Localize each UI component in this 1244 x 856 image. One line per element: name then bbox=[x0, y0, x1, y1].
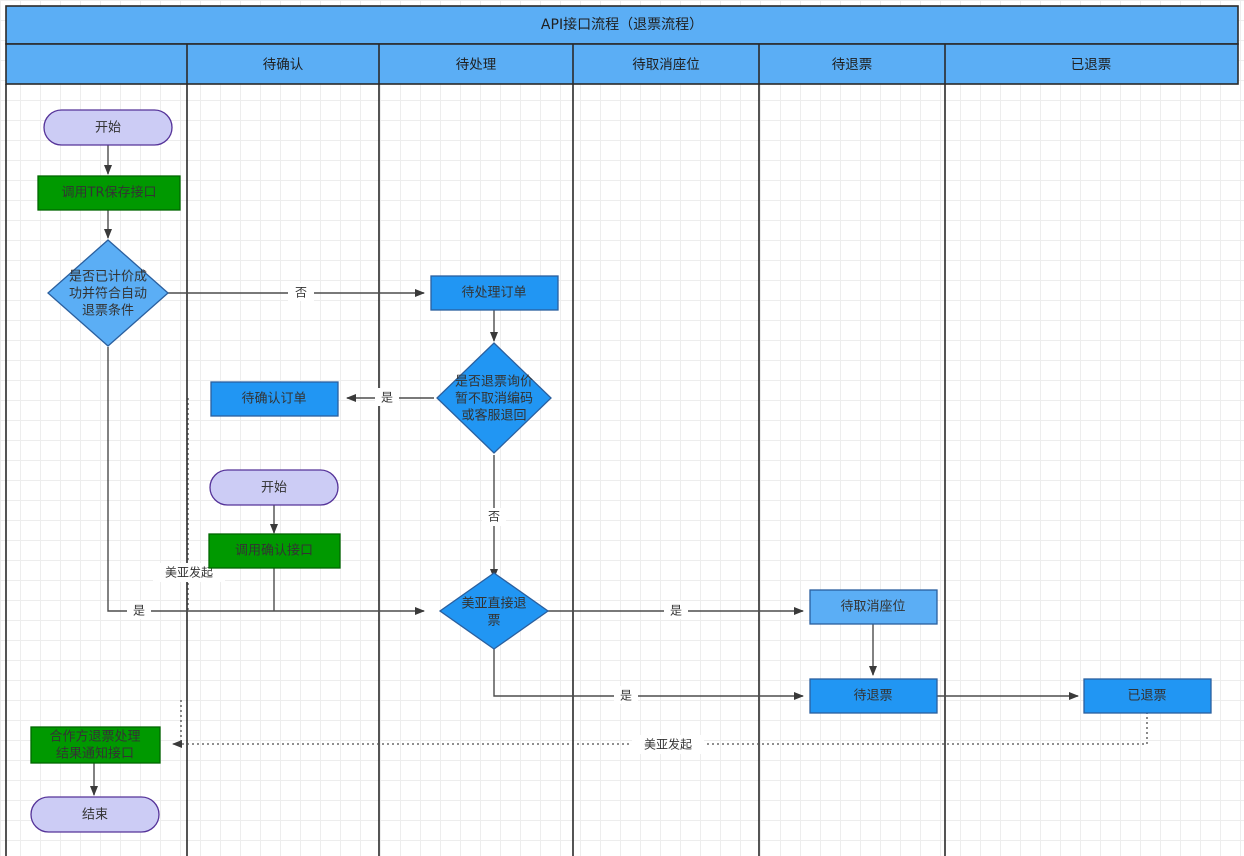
lane-label-1: 待确认 bbox=[263, 57, 304, 73]
edge-labels: 否 是 是 否 是 是 美亚发起 美亚发起 bbox=[127, 283, 704, 754]
lane-label-4: 待退票 bbox=[832, 57, 873, 73]
edge-dotted-refunded-to-notify bbox=[172, 712, 1148, 748]
pool-frame: API接口流程（退票流程） 待确认 待处理 待取消座位 待退票 已退票 bbox=[5, 5, 1239, 856]
label-bg-4 bbox=[482, 508, 506, 526]
label-bg-7 bbox=[153, 563, 225, 582]
node-pending-refund-shape[interactable] bbox=[809, 678, 938, 714]
node-decide-auto[interactable]: 是否已计价成 功并符合自动 退票条件 bbox=[47, 239, 169, 347]
edge-label-decidedirect-yes-seat: 是 bbox=[670, 604, 682, 618]
node-decide-direct[interactable]: 美亚直接退 票 bbox=[438, 572, 550, 650]
label-bg-2 bbox=[127, 601, 151, 619]
node-end-1[interactable]: 结束 bbox=[30, 796, 160, 833]
node-decide-inquiry-shape[interactable] bbox=[436, 342, 552, 454]
edge-label-decideinquiry-no: 否 bbox=[488, 510, 500, 524]
node-refunded-shape[interactable] bbox=[1083, 678, 1212, 714]
edge-label-dotted-notify-origin: 美亚发起 bbox=[644, 737, 692, 752]
node-refunded[interactable]: 已退票 bbox=[1083, 678, 1212, 714]
edge-label-decideauto-yes: 是 bbox=[133, 604, 145, 618]
edge-label-decidedirect-yes-refund: 是 bbox=[620, 689, 632, 703]
node-end-1-shape[interactable] bbox=[30, 796, 160, 833]
node-start-1[interactable]: 开始 bbox=[43, 109, 173, 146]
node-notify-api[interactable]: 合作方退票处理 结果通知接口 bbox=[30, 726, 161, 764]
node-call-tr-save-shape[interactable] bbox=[37, 175, 181, 211]
node-pending-refund[interactable]: 待退票 bbox=[809, 678, 938, 714]
node-notify-api-shape[interactable] bbox=[30, 726, 161, 764]
edge-decidedirect-yes-to-pendingrefund bbox=[493, 649, 804, 700]
edge-label-dotted-confirm-origin: 美亚发起 bbox=[165, 565, 213, 580]
node-call-tr-save[interactable]: 调用TR保存接口 bbox=[37, 175, 181, 211]
node-decide-direct-shape[interactable] bbox=[438, 572, 550, 650]
node-confirm-order[interactable]: 待确认订单 bbox=[210, 381, 339, 417]
lane-header-band bbox=[5, 43, 1239, 85]
node-confirm-order-shape[interactable] bbox=[210, 381, 339, 417]
edge-label-decideinquiry-yes: 是 bbox=[381, 391, 393, 405]
edges bbox=[90, 145, 1079, 796]
edges-dotted bbox=[172, 398, 1148, 748]
node-call-confirm-shape[interactable] bbox=[208, 533, 341, 569]
label-bg-5 bbox=[664, 601, 688, 619]
lane-label-5: 已退票 bbox=[1071, 57, 1112, 73]
label-bg-1 bbox=[288, 283, 314, 301]
node-call-confirm[interactable]: 调用确认接口 bbox=[208, 533, 341, 569]
pool-title: API接口流程（退票流程） bbox=[541, 16, 703, 33]
label-bg-6 bbox=[614, 686, 638, 704]
label-bg-3 bbox=[375, 388, 399, 406]
edge-decideauto-yes-to-decidedirect bbox=[107, 347, 425, 615]
node-start-2-shape[interactable] bbox=[209, 469, 339, 506]
node-pending-order[interactable]: 待处理订单 bbox=[430, 275, 559, 311]
node-start-1-shape[interactable] bbox=[43, 109, 173, 146]
node-decide-inquiry[interactable]: 是否退票询价 暂不取消编码 或客服退回 bbox=[436, 342, 552, 454]
edge-label-decideauto-no: 否 bbox=[295, 286, 307, 300]
node-pending-order-shape[interactable] bbox=[430, 275, 559, 311]
node-start-2[interactable]: 开始 bbox=[209, 469, 339, 506]
node-cancel-seat[interactable]: 待取消座位 bbox=[809, 589, 938, 625]
node-cancel-seat-shape[interactable] bbox=[809, 589, 938, 625]
lane-label-3: 待取消座位 bbox=[632, 57, 700, 73]
node-decide-auto-shape[interactable] bbox=[47, 239, 169, 347]
lane-label-2: 待处理 bbox=[456, 57, 497, 73]
label-bg-8 bbox=[632, 735, 704, 754]
